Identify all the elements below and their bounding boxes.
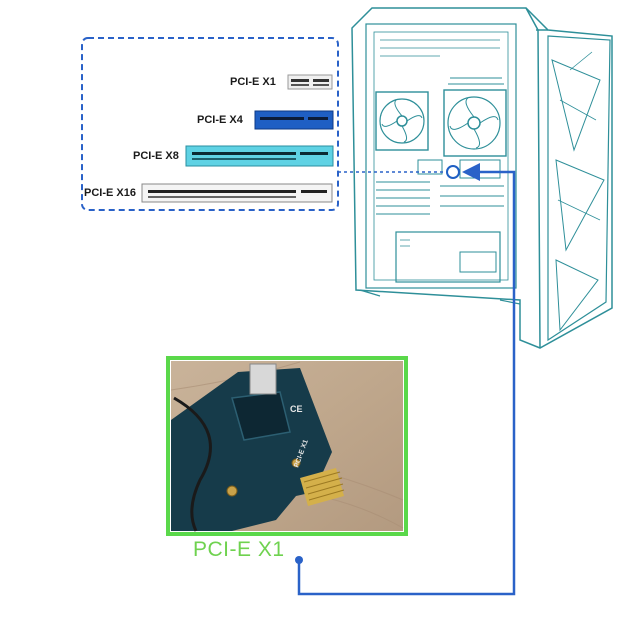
- photo-caption: PCI-E X1: [193, 538, 285, 561]
- slot-x1-graphic: [287, 74, 333, 90]
- arrow-head-icon: [462, 163, 480, 181]
- connector-dot: [295, 556, 303, 564]
- slot-callout-box: [81, 37, 339, 211]
- slot-label-x1: PCI-E X1: [230, 76, 276, 88]
- pcie-x1-card-photo: CE PCI-E X1: [170, 361, 404, 532]
- pc-case-illustration: [351, 7, 613, 349]
- slot-label-x4: PCI-E X4: [197, 114, 243, 126]
- rear-fan-icon: [375, 91, 429, 151]
- pcb-ce-mark: CE: [290, 404, 303, 414]
- slot-label-x16: PCI-E X16: [84, 187, 136, 199]
- slot-x8-graphic: [185, 145, 334, 167]
- slot-label-x8: PCI-E X8: [133, 150, 179, 162]
- photo-frame: [166, 356, 408, 536]
- slot-x16-graphic: [141, 183, 333, 203]
- slot-x4-graphic: [254, 110, 334, 130]
- gold-fingers: [300, 468, 345, 506]
- cpu-cooler-icon: [443, 77, 507, 157]
- connector-line: [297, 170, 516, 596]
